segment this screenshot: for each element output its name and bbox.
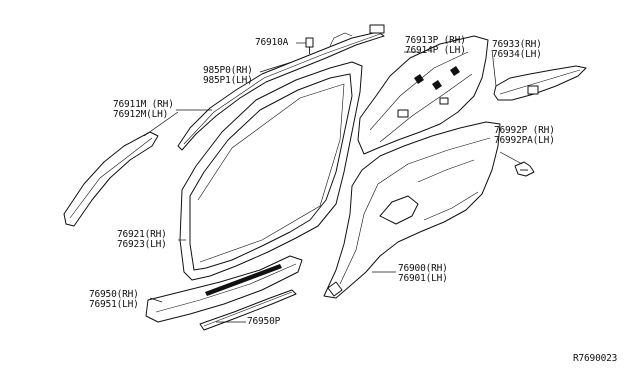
callout-line: 76951(LH) (89, 299, 139, 310)
clip-76910a-shape (305, 37, 314, 54)
callout-76933: 76933(RH) 76934(LH) (492, 40, 542, 60)
callout-line: 76933(RH) (492, 39, 542, 50)
rear-side-trim-76900-shape (323, 121, 501, 299)
roof-weatherstrip-985p0-shape (177, 24, 385, 151)
leader-lines (143, 42, 523, 323)
pillar-garnish-76911m-shape (63, 131, 159, 227)
callout-line: 76992P (RH) (494, 125, 555, 136)
sill-finisher-76950p-shape (199, 289, 297, 331)
callout-line: 76934(LH) (492, 49, 542, 60)
callout-line: 76900(RH) (398, 263, 448, 274)
sill-plate-76950-shape (145, 255, 303, 323)
callout-line: 76950P (247, 316, 281, 327)
callout-76900: 76900(RH) 76901(LH) (398, 264, 448, 284)
callout-line: 76921(RH) (117, 229, 167, 240)
callout-line: 76914P (LH) (405, 45, 466, 56)
callout-line: 76950(RH) (89, 289, 139, 300)
callout-76992p: 76992P (RH) 76992PA(LH) (494, 126, 555, 146)
diagram-reference-code: R7690023 (573, 353, 618, 364)
callout-line: 76992PA(LH) (494, 135, 555, 146)
callout-line: 76913P (RH) (405, 35, 466, 46)
bracket-76992p-shape (514, 161, 535, 177)
callout-76921: 76921(RH) 76923(LH) (117, 230, 167, 250)
callout-line: 76910A (255, 37, 289, 48)
door-weatherstrip-76921-shape (179, 61, 363, 281)
callout-76911m: 76911M (RH) 76912M(LH) (113, 100, 174, 120)
callout-line: 76901(LH) (398, 273, 448, 284)
callout-line: 76911M (RH) (113, 99, 174, 110)
rear-pillar-trim-76913p-shape (357, 35, 489, 155)
callout-line: 985P0(RH) (203, 65, 253, 76)
callout-76910a: 76910A (255, 38, 288, 48)
callout-line: 76923(LH) (117, 239, 167, 250)
callout-76950: 76950(RH) 76951(LH) (89, 290, 139, 310)
callout-985p0: 985P0(RH) 985P1(LH) (203, 66, 253, 86)
callout-line: 985P1(LH) (203, 75, 253, 86)
callout-line: 76912M(LH) (113, 109, 169, 120)
trim-76933-shape (493, 65, 587, 101)
callout-76950p: 76950P (247, 317, 280, 327)
callout-76913p: 76913P (RH) 76914P (LH) (405, 36, 466, 56)
